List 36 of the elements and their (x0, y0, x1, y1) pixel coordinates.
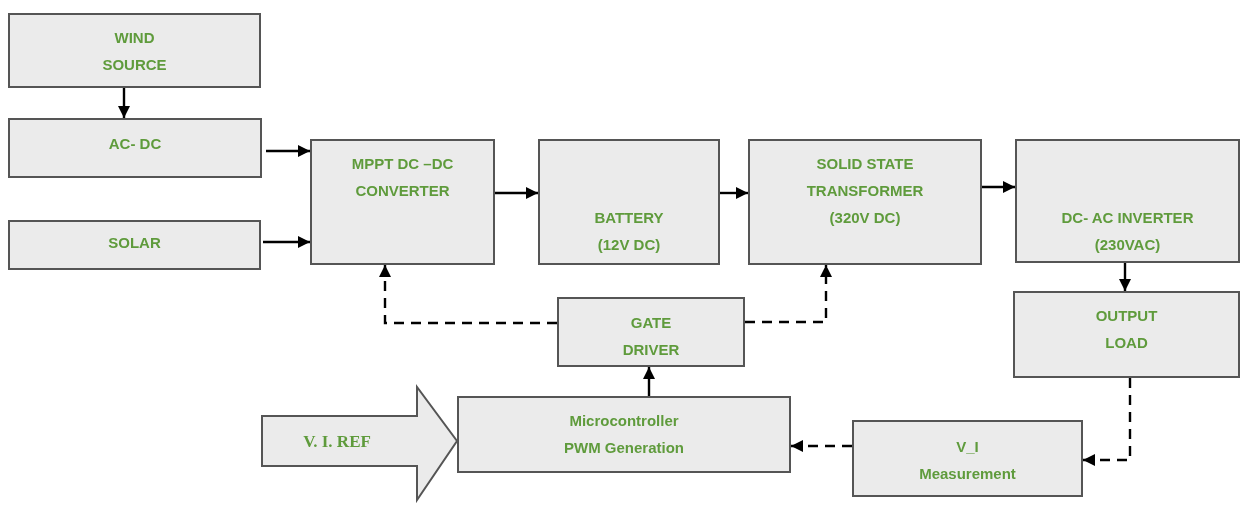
process-box (457, 396, 791, 473)
box-label: DC- AC INVERTER (230VAC) (1060, 208, 1195, 255)
arrow (1119, 263, 1131, 291)
box-label: BATTERY (12V DC) (593, 208, 665, 255)
process-box (748, 139, 982, 265)
process-box (557, 297, 745, 367)
arrow (266, 145, 310, 157)
box-label: OUTPUT LOAD (1094, 306, 1159, 353)
process-box (310, 139, 495, 265)
arrow (745, 265, 832, 324)
process-box (8, 118, 262, 178)
process-box (8, 13, 261, 88)
arrow (118, 88, 130, 118)
arrow (643, 367, 655, 396)
box-label: GATE DRIVER (621, 313, 681, 360)
arrow (495, 187, 538, 199)
arrow (982, 181, 1015, 193)
process-box (8, 220, 261, 270)
box-label: SOLID STATE TRANSFORMER (320V DC) (805, 154, 925, 228)
box-label: MPPT DC –DC CONVERTER (350, 154, 455, 201)
edge-label: V. I. REF (303, 432, 371, 452)
arrow (263, 236, 310, 248)
box-label: SOLAR (108, 233, 161, 253)
process-box (538, 139, 720, 265)
box-label: V_I Measurement (918, 437, 1017, 484)
box-label: WIND SOURCE (101, 28, 168, 75)
arrow (791, 440, 852, 452)
box-label: Microcontroller PWM Generation (563, 411, 685, 458)
arrow (379, 265, 557, 325)
process-box (852, 420, 1083, 497)
arrow (1083, 378, 1132, 466)
process-box (1015, 139, 1240, 263)
arrow (720, 187, 748, 199)
block-arrow (261, 383, 459, 504)
process-box (1013, 291, 1240, 378)
box-label: AC- DC (108, 134, 162, 154)
